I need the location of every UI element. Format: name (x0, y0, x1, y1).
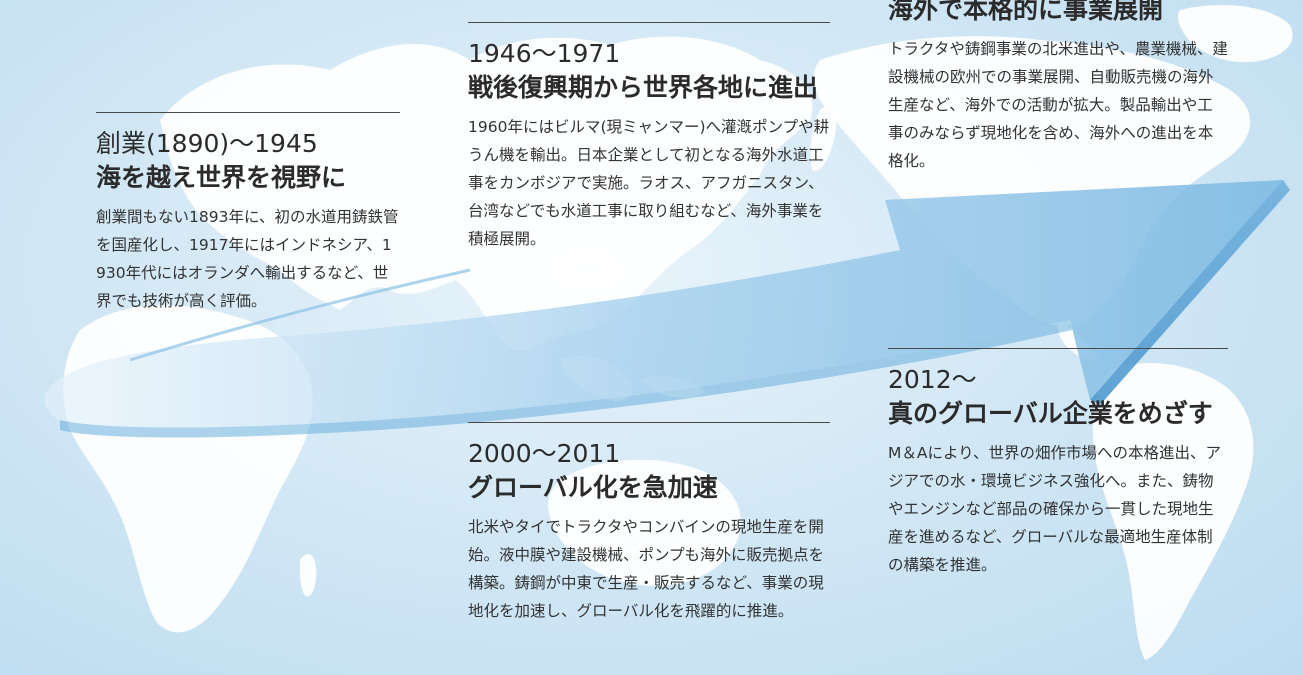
period-title: 2000〜2011 (468, 439, 621, 468)
headline: 真のグローバル企業をめざす (888, 399, 1213, 428)
section-overseas: 海外で本格的に事業展開 トラクタや鋳鋼事業の北米進出や、農業機械、建設機械の欧州… (888, 0, 1228, 175)
description: 1960年にはビルマ(現ミャンマー)へ灌漑ポンプや耕うん機を輸出。日本企業として… (468, 118, 830, 248)
description: 創業間もない1893年に、初の水道用鋳鉄管を国産化し、1917年にはインドネシア… (96, 208, 399, 310)
headline: 海を越え世界を視野に (96, 163, 347, 192)
period-title: 1946〜1971 (468, 39, 621, 68)
headline: 海外で本格的に事業展開 (888, 0, 1164, 24)
period-title: 創業(1890)〜1945 (96, 129, 318, 158)
greenland-shape (1177, 5, 1293, 63)
headline: グローバル化を急加速 (468, 473, 718, 502)
arrow-streak (129, 268, 471, 362)
period-title: 2012〜 (888, 365, 977, 394)
north-america-shape (814, 36, 1251, 326)
section-founding: 創業(1890)〜1945 海を越え世界を視野に 創業間もない1893年に、初の… (96, 112, 400, 315)
eurasia-shape (160, 36, 813, 352)
section-global: 2000〜2011 グローバル化を急加速 北米やタイでトラクタやコンバインの現地… (468, 422, 830, 625)
description: 北米やタイでトラクタやコンバインの現地生産を開始。液中膜や建設機械、ポンプも海外… (468, 518, 825, 620)
south-america-shape (1092, 362, 1254, 660)
divider (468, 22, 830, 23)
description: トラクタや鋳鋼事業の北米進出や、農業機械、建設機械の欧州での事業展開、自動販売機… (888, 40, 1228, 170)
divider (96, 112, 400, 113)
section-future: 2012〜 真のグローバル企業をめざす M＆Aにより、世界の畑作市場への本格進出… (888, 348, 1228, 579)
australia-shape (548, 459, 741, 586)
headline: 戦後復興期から世界各地に進出 (468, 73, 819, 102)
madagascar-shape (299, 554, 317, 597)
section-postwar: 1946〜1971 戦後復興期から世界各地に進出 1960年にはビルマ(現ミャン… (468, 22, 830, 253)
arrow-band (44, 180, 1283, 428)
divider (468, 422, 830, 423)
divider (888, 348, 1228, 349)
japan-shape (810, 106, 837, 171)
description: M＆Aにより、世界の畑作市場への本格進出、アジアでの水・環境ビジネス強化へ。また… (888, 444, 1222, 574)
